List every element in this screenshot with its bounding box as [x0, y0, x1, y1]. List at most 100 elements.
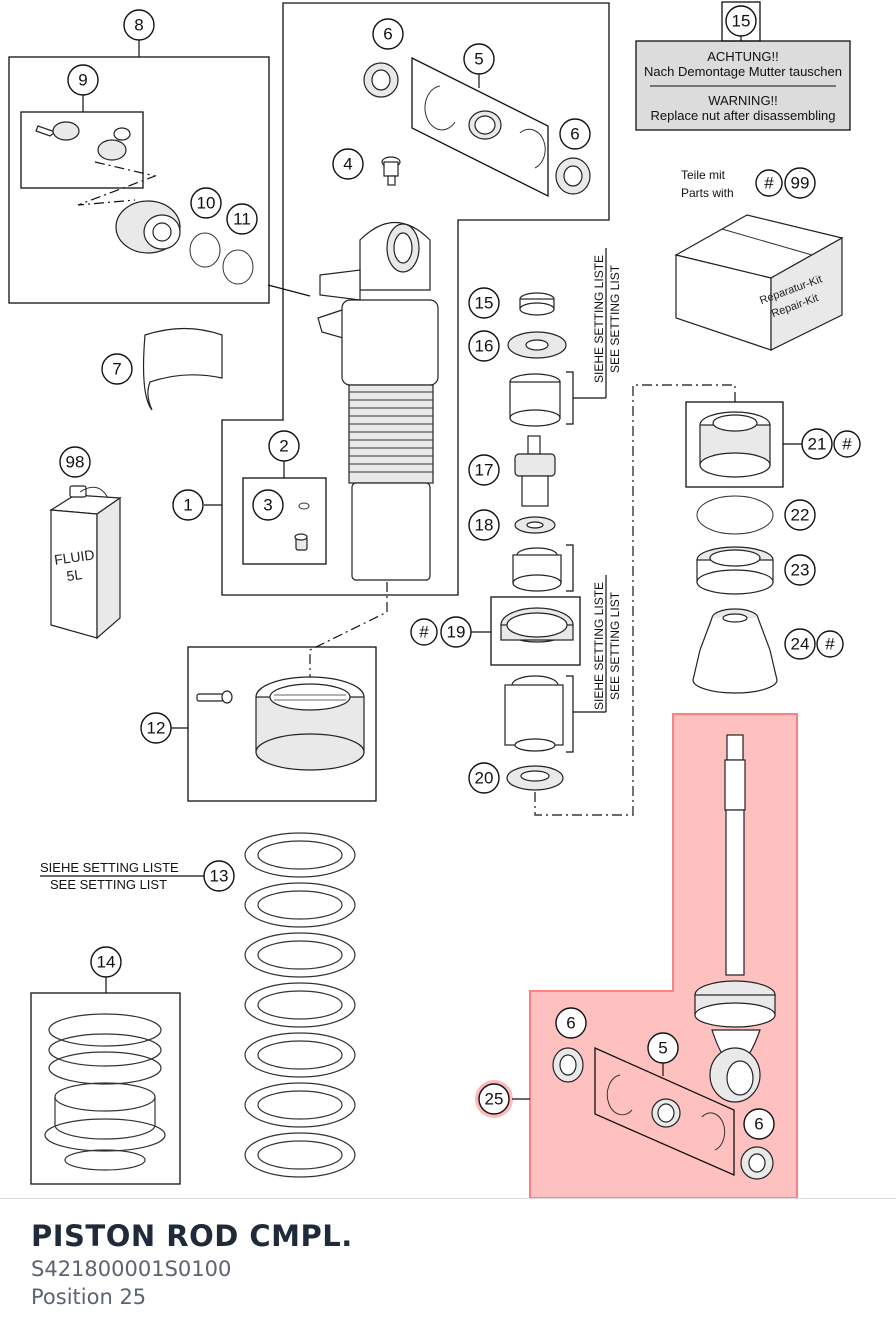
callout-15-warning[interactable]: 15 [725, 5, 757, 37]
shock-absorber-body [317, 221, 439, 581]
part-16-washer [507, 331, 567, 359]
box-group-14 [30, 992, 181, 1185]
callout-6-lower-right[interactable]: 6 [743, 1108, 775, 1140]
svg-text:#: # [764, 174, 774, 193]
part-info-footer: PISTON ROD CMPL. S421800001S0100 Positio… [0, 1198, 896, 1336]
callout-14[interactable]: 14 [90, 946, 122, 978]
part-14-spring-seat [44, 1013, 166, 1171]
box-group-12 [187, 646, 377, 802]
svg-text:15: 15 [732, 12, 751, 31]
callout-hash-21[interactable]: # [833, 430, 861, 458]
svg-text:16: 16 [475, 337, 494, 356]
part-8-adjuster-assembly [35, 121, 254, 285]
svg-text:22: 22 [791, 506, 810, 525]
callout-15[interactable]: 15 [468, 287, 500, 319]
fluid-can-label-1: FLUID [53, 546, 95, 567]
callout-6-right[interactable]: 6 [559, 118, 591, 150]
box-group-8 [8, 56, 270, 304]
part-6-seal-lower-left [552, 1047, 584, 1083]
svg-text:#: # [825, 635, 835, 654]
callout-19[interactable]: 19 [440, 616, 472, 648]
callout-25[interactable]: 25 [478, 1083, 510, 1115]
callout-5-lower[interactable]: 5 [647, 1032, 679, 1064]
part-19-piston [500, 607, 574, 643]
box-group-3 [242, 477, 327, 565]
setting-list-label-2-de: SIEHE SETTING LISTE [592, 582, 606, 710]
box-group-9 [20, 111, 144, 189]
setting-list-label-1-de: SIEHE SETTING LISTE [592, 255, 606, 383]
callout-16[interactable]: 16 [468, 330, 500, 362]
part-18-washer [514, 516, 556, 534]
connector-line-12 [309, 582, 388, 685]
callout-98[interactable]: 98 [59, 446, 91, 478]
svg-text:15: 15 [475, 294, 494, 313]
box-bushing-5-top [411, 56, 549, 198]
kit-legend-line-1: Teile mit [681, 168, 726, 182]
part-6-seal-top [363, 62, 399, 98]
callout-8[interactable]: 8 [123, 9, 155, 41]
callout-7[interactable]: 7 [101, 353, 133, 385]
part-shim-stack-3 [504, 675, 564, 752]
callout-3[interactable]: 3 [252, 489, 284, 521]
part-22-circlip [696, 495, 774, 535]
svg-text:24: 24 [791, 635, 810, 654]
box-bushing-5-bottom [594, 1046, 735, 1176]
callout-2[interactable]: 2 [268, 430, 300, 462]
svg-text:8: 8 [134, 16, 143, 35]
part-5-bushing-lower [606, 1074, 726, 1151]
callout-99[interactable]: 99 [784, 167, 816, 199]
callout-hash-24[interactable]: # [816, 630, 844, 658]
setting-list-label-13-de: SIEHE SETTING LISTE [40, 860, 179, 875]
svg-text:4: 4 [343, 155, 352, 174]
part-number: S421800001S0100 [31, 1257, 232, 1281]
callout-6-lower-left[interactable]: 6 [555, 1007, 587, 1039]
svg-text:18: 18 [475, 516, 494, 535]
callout-23[interactable]: 23 [784, 554, 816, 586]
callout-hash-legend[interactable]: # [755, 169, 783, 197]
part-24-bump-stop [692, 608, 778, 694]
setting-list-label-2-en: SEE SETTING LIST [608, 591, 622, 700]
callout-1[interactable]: 1 [172, 489, 204, 521]
callout-11[interactable]: 11 [226, 203, 258, 235]
callout-9[interactable]: 9 [67, 64, 99, 96]
callout-21[interactable]: 21 [801, 428, 833, 460]
part-title: PISTON ROD CMPL. [31, 1219, 353, 1253]
callout-4[interactable]: 4 [332, 148, 364, 180]
svg-text:14: 14 [97, 953, 116, 972]
part-4-nipple [381, 156, 401, 186]
part-21-head [699, 411, 771, 478]
svg-text:5: 5 [474, 50, 483, 69]
callout-18[interactable]: 18 [468, 509, 500, 541]
svg-text:99: 99 [791, 174, 810, 193]
part-13-spring [244, 832, 356, 1178]
callout-22[interactable]: 22 [784, 499, 816, 531]
fluid-can-label-2: 5L [65, 566, 83, 584]
callout-17[interactable]: 17 [468, 454, 500, 486]
part-shim-stack-2 [512, 547, 562, 592]
warning-line-2: Nach Demontage Mutter tauschen [644, 64, 842, 79]
svg-text:13: 13 [210, 867, 229, 886]
part-25-piston-rod [694, 734, 776, 1103]
svg-text:1: 1 [183, 496, 192, 515]
callout-10[interactable]: 10 [190, 187, 222, 219]
svg-text:23: 23 [791, 561, 810, 580]
callout-hash-19[interactable]: # [410, 618, 438, 646]
svg-text:6: 6 [566, 1014, 575, 1033]
svg-text:#: # [842, 435, 852, 454]
svg-text:7: 7 [112, 360, 121, 379]
warning-line-1: ACHTUNG!! [707, 49, 779, 64]
part-12-adjuster-nut [196, 676, 365, 771]
callout-13[interactable]: 13 [203, 860, 235, 892]
callout-24[interactable]: 24 [784, 628, 816, 660]
repair-kit-box: Reparatur-Kit Repair-Kit [674, 214, 844, 351]
part-3-valve [294, 502, 310, 551]
callout-6-top[interactable]: 6 [372, 18, 404, 50]
box-shock-group-1 [221, 2, 610, 596]
callout-20[interactable]: 20 [468, 762, 500, 794]
box-group-19 [490, 596, 581, 666]
part-6-seal-lower-right [740, 1146, 774, 1180]
callout-5-top[interactable]: 5 [463, 43, 495, 75]
callout-12[interactable]: 12 [140, 712, 172, 744]
part-17-valve-body [514, 435, 556, 507]
svg-text:5: 5 [658, 1039, 667, 1058]
